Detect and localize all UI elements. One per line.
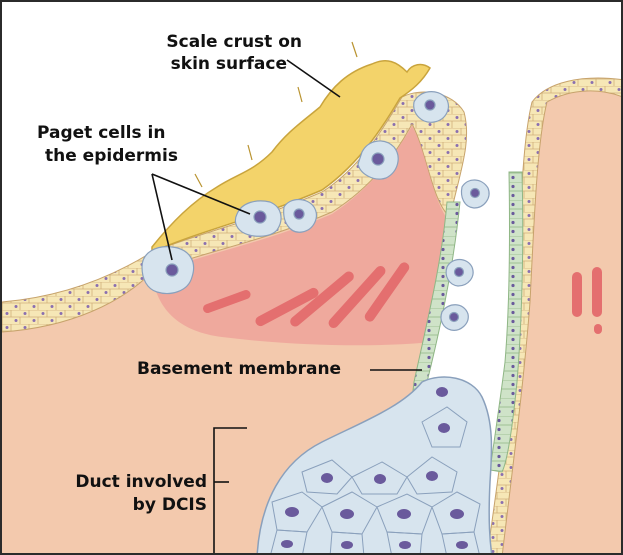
label-paget-cells-line-1: Paget cells in xyxy=(37,123,165,144)
label-duct-dcis-line-1: Duct involved xyxy=(22,472,207,493)
label-basement-membrane: Basement membrane xyxy=(137,359,341,380)
label-duct-dcis-line-2: by DCIS xyxy=(22,495,207,516)
label-paget-cells-line-2: the epidermis xyxy=(45,146,178,167)
label-scale-crust-line-1: Scale crust on xyxy=(112,32,302,53)
label-scale-crust-line-2: skin surface xyxy=(112,54,287,75)
